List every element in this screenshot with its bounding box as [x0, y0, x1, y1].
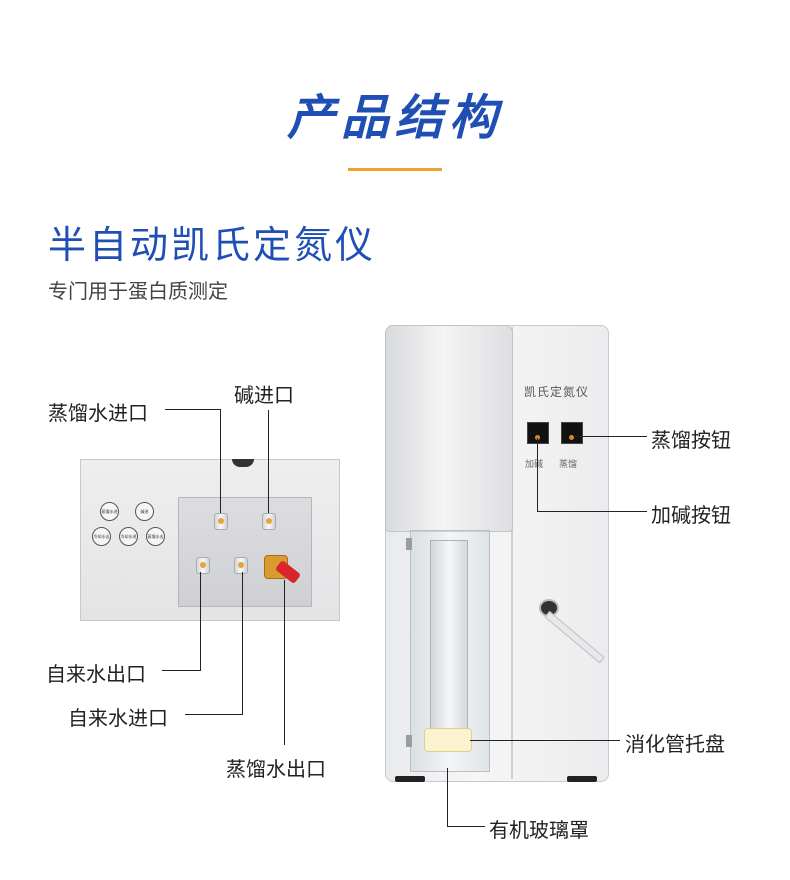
hinge-icon: [406, 538, 412, 550]
page-title: 产品结构: [286, 90, 503, 146]
badge-cooling-water-in: 冷却水进: [119, 527, 138, 546]
switch-indicator-icon: [569, 435, 574, 440]
callout-line: [242, 572, 243, 714]
tube-tray: [424, 728, 472, 752]
product-subtitle: 专门用于蛋白质测定: [48, 279, 228, 303]
inset-hole-icon: [232, 459, 254, 467]
rear-panel-recess: [178, 497, 312, 607]
callout-line: [284, 580, 285, 745]
label-distilled-water-inlet: 蒸馏水进口: [48, 401, 148, 425]
machine-divider: [511, 327, 513, 779]
label-distilled-water-outlet: 蒸馏水出口: [226, 757, 326, 781]
label-tap-water-outlet: 自来水出口: [46, 662, 146, 686]
label-digestion-tube-tray: 消化管托盘: [625, 732, 725, 756]
callout-line: [165, 409, 220, 410]
machine-panel-title: 凯氏定氮仪: [524, 385, 590, 399]
callout-line: [470, 740, 620, 741]
callout-line: [220, 409, 221, 513]
callout-line: [537, 511, 647, 512]
callout-line: [447, 768, 448, 826]
distill-switch[interactable]: [561, 422, 583, 444]
product-name: 半自动凯氏定氮仪: [48, 223, 377, 267]
label-alkali-inlet: 碱进口: [234, 383, 294, 407]
badge-distilled-water-out: 蒸馏水出: [146, 527, 165, 546]
label-glass-cover: 有机玻璃罩: [489, 818, 589, 842]
alkali-switch-label: 加碱: [525, 460, 544, 470]
switch-indicator-icon: [535, 435, 540, 440]
distill-switch-label: 蒸馏: [559, 460, 578, 470]
alkali-switch[interactable]: [527, 422, 549, 444]
label-tap-water-inlet: 自来水进口: [68, 706, 168, 730]
callout-line: [447, 826, 485, 827]
title-underline: [348, 168, 442, 171]
digestion-tube: [430, 540, 468, 752]
badge-cooling-water-out: 冷却水出: [92, 527, 111, 546]
machine-foot: [567, 776, 597, 782]
nozzle-distilled-water-in-icon: [214, 513, 228, 530]
callout-line: [162, 670, 201, 671]
distillation-column: [385, 325, 513, 532]
label-alkali-button: 加碱按钮: [651, 503, 731, 527]
callout-line: [268, 410, 269, 513]
nozzle-tap-water-in-icon: [234, 557, 248, 574]
callout-line: [575, 436, 647, 437]
machine-foot: [395, 776, 425, 782]
nozzle-alkali-in-icon: [262, 513, 276, 530]
label-distill-button: 蒸馏按钮: [651, 428, 731, 452]
nozzle-tap-water-out-icon: [196, 557, 210, 574]
callout-line: [185, 714, 243, 715]
callout-line: [537, 438, 538, 511]
callout-line: [200, 572, 201, 670]
badge-distilled-water-in: 蒸馏水进: [100, 502, 119, 521]
hinge-icon: [406, 735, 412, 747]
badge-alkali-in: 碱进: [135, 502, 154, 521]
